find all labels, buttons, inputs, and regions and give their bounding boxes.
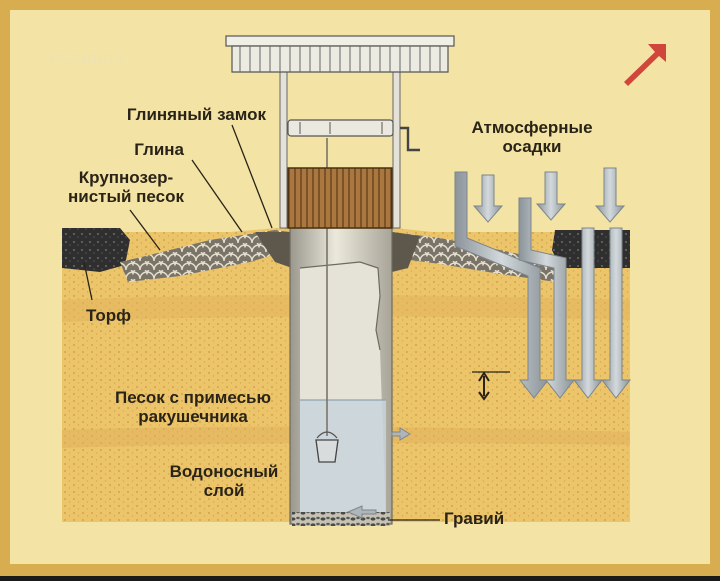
seepage-arrows	[454, 171, 632, 399]
label-clay-lock: Глиняный замок	[126, 105, 266, 124]
inflow-arrow-bottom	[346, 505, 377, 519]
peat-layer-left	[62, 228, 130, 272]
water-level-arrow-icon	[472, 371, 510, 401]
corner-arrow-icon	[624, 44, 666, 86]
label-shell-sand: Песок с примесью ракушечника	[114, 388, 272, 426]
well-water	[300, 400, 386, 512]
bucket-icon	[315, 431, 339, 463]
windlass-icon	[287, 119, 420, 152]
post-left	[279, 61, 288, 229]
label-peat: Торф	[86, 306, 131, 325]
label-precipitation: Атмосферные осадки	[471, 118, 593, 156]
post-right	[392, 61, 401, 229]
clay-lock	[255, 232, 292, 268]
label-clay: Глина	[134, 140, 184, 159]
label-coarse-sand: Крупнозер- нистый песок	[67, 168, 185, 206]
coarse-sand-layer-left	[120, 230, 290, 282]
watermark-logo: УСАДЬБА	[48, 50, 126, 67]
canopy-icon	[225, 35, 455, 73]
gravel-bottom	[292, 512, 390, 526]
label-gravel: Гравий	[444, 509, 505, 528]
well-head	[287, 167, 393, 229]
label-aquifer: Водоносный слой	[169, 462, 279, 500]
inflow-arrow-right	[391, 427, 411, 441]
leader-lines	[83, 124, 440, 521]
rain-arrow-icon	[472, 167, 626, 223]
